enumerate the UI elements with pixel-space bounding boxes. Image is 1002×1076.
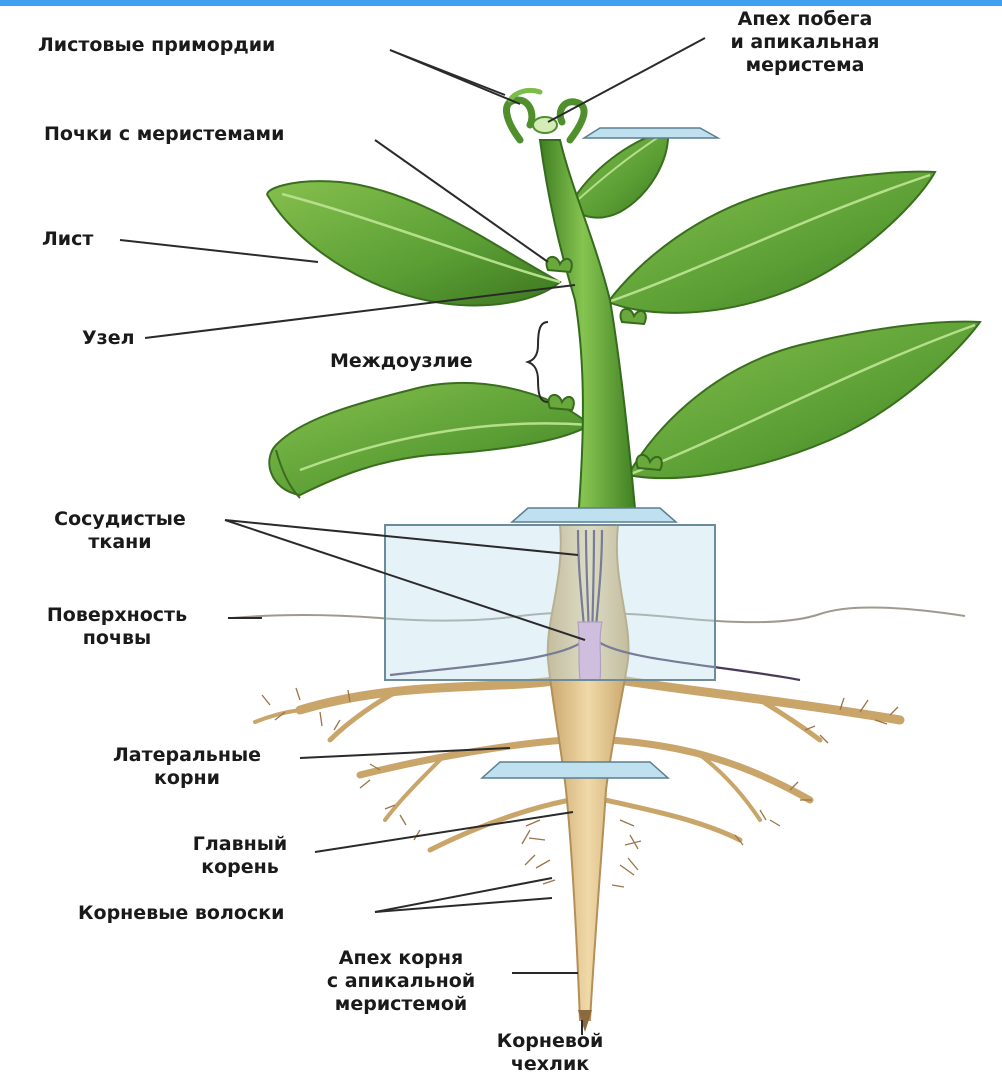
pointer-root-hairs-1 [375, 878, 552, 912]
leaf-right-lower [628, 322, 980, 478]
label-lateral-roots-line-2: корни [72, 767, 302, 790]
label-shoot-apex: Апех побега и апикальная меристема [690, 8, 920, 77]
top-accent-bar [0, 0, 1002, 6]
label-internode: Междоузлие [330, 350, 473, 373]
pointer-shoot-apex [548, 38, 705, 122]
label-main-root-line-2: корень [160, 856, 320, 879]
label-node: Узел [82, 327, 135, 350]
label-root-apex-line-2: с апикальной [286, 970, 516, 993]
leaf-upper-left [267, 181, 560, 305]
label-root-apex: Апех корня с апикальной меристемой [286, 947, 516, 1016]
label-lateral-roots: Латеральные корни [72, 744, 302, 790]
label-main-root: Главный корень [160, 833, 320, 879]
cross-section-box [385, 525, 715, 680]
shoot-apex [506, 90, 584, 140]
label-soil-line-2: почвы [8, 627, 226, 650]
label-vascular-line-2: ткани [20, 531, 220, 554]
pointer-leaf-primordia-2 [390, 50, 505, 95]
label-lateral-roots-line-1: Латеральные [72, 744, 302, 767]
label-shoot-apex-line-1: Апех побега [690, 8, 920, 31]
label-root-cap: Корневой чехлик [450, 1030, 650, 1076]
leaf-right-middle [608, 172, 935, 313]
label-root-cap-line-1: Корневой [450, 1030, 650, 1053]
label-soil: Поверхность почвы [8, 604, 226, 650]
pointer-node [145, 285, 575, 338]
slide-top [584, 128, 718, 138]
pointer-leaf [120, 240, 318, 262]
label-leaf-primordia: Листовые примордии [38, 34, 275, 57]
label-shoot-apex-line-2: и апикальная [690, 31, 920, 54]
label-main-root-line-1: Главный [160, 833, 320, 856]
pointer-main-root [315, 812, 573, 852]
label-leaf: Лист [42, 228, 93, 251]
slide-stem [512, 508, 676, 522]
label-vascular: Сосудистые ткани [20, 508, 220, 554]
internode-bracket [528, 322, 548, 402]
slide-root [482, 762, 668, 778]
label-shoot-apex-line-3: меристема [690, 54, 920, 77]
label-vascular-line-1: Сосудистые [20, 508, 220, 531]
label-soil-line-1: Поверхность [8, 604, 226, 627]
label-root-apex-line-3: меристемой [286, 993, 516, 1016]
leaf-small-top [570, 130, 668, 218]
pointer-root-hairs-2 [375, 898, 552, 912]
label-buds: Почки с меристемами [44, 123, 284, 146]
label-root-apex-line-1: Апех корня [286, 947, 516, 970]
label-root-hairs: Корневые волоски [78, 902, 284, 925]
